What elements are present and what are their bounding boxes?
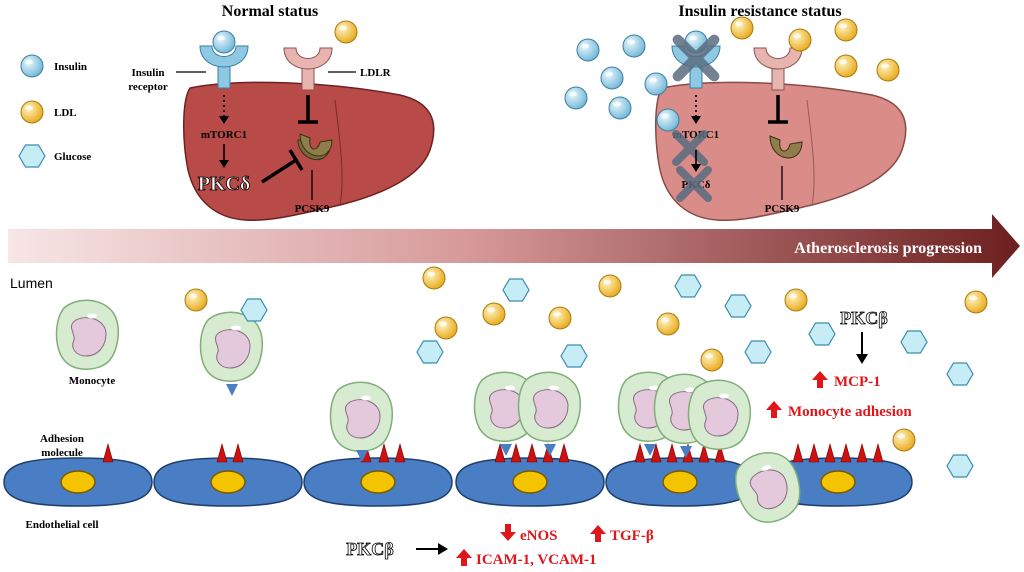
insulin-receptor-label-2: receptor (128, 81, 168, 93)
mtorc1-label-normal: mTORC1 (201, 129, 247, 141)
insulin-receptor-icon (199, 30, 249, 89)
vessel-section: Lumen (3, 266, 988, 568)
ldlr-label: LDLR (360, 67, 392, 79)
monocyte-adhesion-label: Monocyte adhesion (788, 404, 912, 420)
legend-ldl: LDL (54, 107, 77, 119)
endothelial-cell-label: Endothelial cell (25, 519, 98, 531)
right-effects: PKCβ MCP-1 Monocyte adhesion (766, 308, 912, 420)
increase-arrow-icon (812, 371, 828, 388)
icam-label: ICAM-1, VCAM-1 (476, 552, 597, 568)
pcsk9-icon (297, 133, 333, 160)
tgfb-label: TGF-β (610, 528, 654, 544)
lumen-label: Lumen (10, 275, 53, 291)
pkcd-label-normal: PKCδ (198, 173, 251, 195)
pcsk9-label-normal: PCSK9 (295, 203, 330, 215)
glucose-icon (18, 144, 46, 168)
normal-status-panel: Normal status Insulin receptor LDLR mTOR… (128, 3, 435, 222)
increase-arrow-icon (766, 401, 782, 418)
monocyte-attached (329, 381, 394, 462)
legend-glucose: Glucose (54, 151, 91, 163)
bottom-effects: PKCβ eNOS TGF-β ICAM-1, VCAM-1 (346, 524, 654, 568)
pcsk9-resistance-icon (769, 135, 803, 159)
enos-label: eNOS (520, 528, 558, 544)
insulin-receptor-label-1: Insulin (131, 67, 164, 79)
monocyte-cluster-2 (473, 371, 582, 456)
legend: Insulin LDL Glucose (18, 54, 91, 168)
legend-insulin: Insulin (54, 61, 87, 73)
monocyte-cluster-3 (617, 371, 752, 458)
endothelial-cell (3, 457, 153, 507)
increase-arrow-icon (456, 549, 472, 566)
ldl-icon (20, 100, 44, 124)
ldl-particle (334, 20, 358, 44)
ldlr-icon (283, 47, 333, 91)
endothelial-cell (153, 457, 303, 507)
mcp1-label: MCP-1 (834, 374, 881, 390)
endothelial-cell (455, 457, 605, 507)
progression-label: Atherosclerosis progression (794, 240, 982, 257)
decrease-arrow-icon (500, 524, 516, 541)
insulin-receptor-blocked-icon (671, 30, 721, 89)
monocyte-rolling (199, 311, 264, 396)
normal-status-title: Normal status (222, 3, 318, 20)
ldlr-resistance-icon (753, 47, 803, 91)
adhesion-molecule-label-2: molecule (41, 447, 83, 459)
monocyte-label: Monocyte (69, 375, 116, 387)
endothelial-cell (303, 457, 453, 507)
increase-arrow-icon (590, 525, 606, 542)
endothelial-cell (605, 457, 755, 507)
pkcb-label-bottom: PKCβ (346, 539, 393, 559)
adhesion-molecule-label-1: Adhesion (40, 433, 84, 445)
resistance-status-title: Insulin resistance status (678, 3, 841, 20)
insulin-icon (20, 54, 44, 78)
monocyte (55, 299, 120, 371)
insulin-resistance-panel: Insulin resistance status mTORC1 PKCδ PC… (564, 3, 907, 222)
pcsk9-label-resistance: PCSK9 (765, 203, 800, 215)
pkcb-label-right: PKCβ (840, 308, 887, 328)
atherosclerosis-progression-arrow: Atherosclerosis progression (8, 214, 1020, 278)
